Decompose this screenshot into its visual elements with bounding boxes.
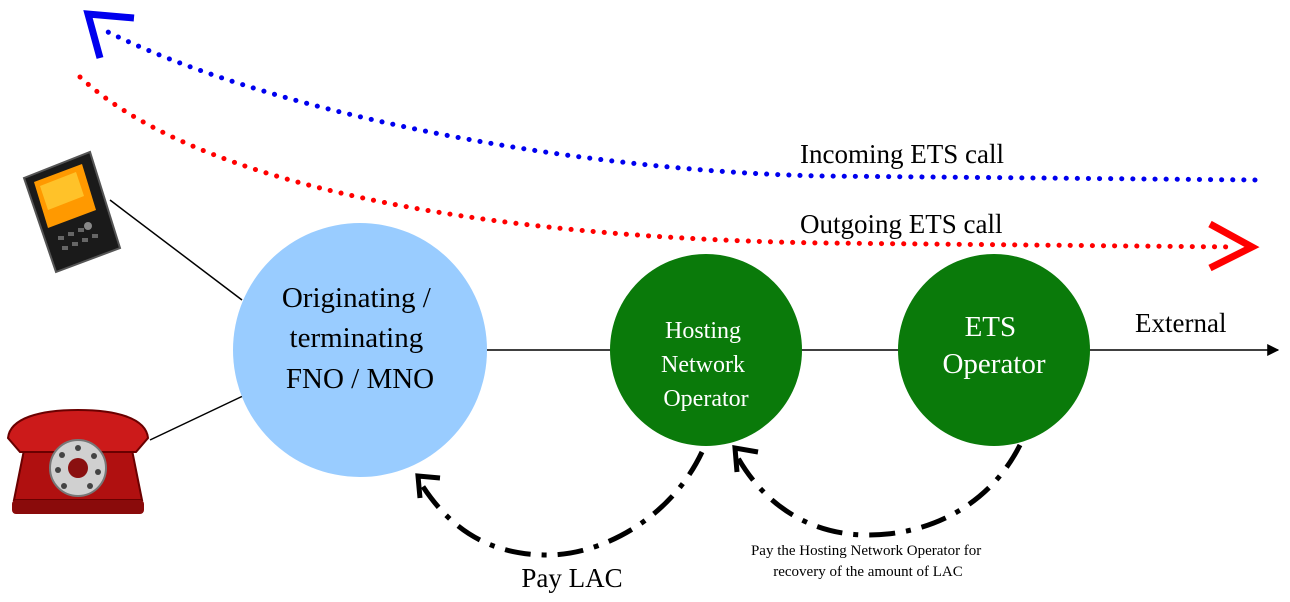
svg-text:ETS Operator: ETS Operator — [942, 311, 1045, 380]
mobile-phone-icon — [22, 150, 122, 274]
pay-lac-label: Pay LAC — [521, 563, 622, 593]
originating-label-line2: terminating — [290, 322, 424, 354]
pay-lac-flow: Pay LAC — [415, 450, 705, 593]
hosting-label-line2: Network — [661, 352, 745, 378]
pay-lac-arrowhead-icon — [415, 473, 441, 499]
incoming-call-curve — [97, 25, 1258, 183]
hosting-circle — [610, 254, 802, 446]
hosting-node: Hosting Network Operator — [610, 254, 802, 446]
rotary-telephone-icon — [6, 408, 150, 514]
pay-hosting-arrowhead-icon — [732, 444, 759, 473]
outgoing-call-label: Outgoing ETS call — [800, 209, 1002, 239]
pay-hosting-flow: Pay the Hosting Network Operator for rec… — [732, 443, 1023, 580]
outgoing-call-flow — [77, 74, 1260, 272]
incoming-call-flow — [83, 10, 1258, 183]
ets-circle — [898, 254, 1090, 446]
originating-node: Originating / terminating FNO / MNO — [233, 223, 487, 477]
svg-text:Originating / terminatin: Originating / terminating FNO / MNO — [282, 282, 438, 395]
svg-text:Pay the Hosting Network Operat: Pay the Hosting Network Operator for rec… — [751, 543, 985, 580]
originating-label-line1: Originating / — [282, 282, 432, 314]
ets-label-line1: ETS — [965, 311, 1017, 343]
ets-label-line2: Operator — [942, 348, 1045, 380]
hosting-label-line3: Operator — [663, 386, 748, 412]
pay-hosting-curve — [735, 443, 1023, 538]
landline-link-line — [149, 394, 246, 441]
hosting-label-line1: Hosting — [665, 318, 741, 344]
ets-node: ETS Operator — [898, 254, 1090, 446]
external-label: External — [1135, 308, 1226, 338]
pay-lac-curve — [417, 450, 705, 558]
incoming-arrowhead-icon — [83, 10, 135, 59]
originating-circle — [233, 223, 487, 477]
pay-hosting-label-line1: Pay the Hosting Network Operator for — [751, 543, 981, 559]
outgoing-call-curve — [77, 74, 1238, 250]
originating-label-line3: FNO / MNO — [286, 363, 434, 395]
outgoing-arrowhead-icon — [1208, 220, 1260, 272]
incoming-call-label: Incoming ETS call — [800, 139, 1004, 169]
svg-text:Hosting Network Op: Hosting Network Operator — [661, 318, 751, 412]
mobile-link-line — [109, 199, 243, 301]
pay-hosting-label-line2: recovery of the amount of LAC — [773, 564, 963, 580]
